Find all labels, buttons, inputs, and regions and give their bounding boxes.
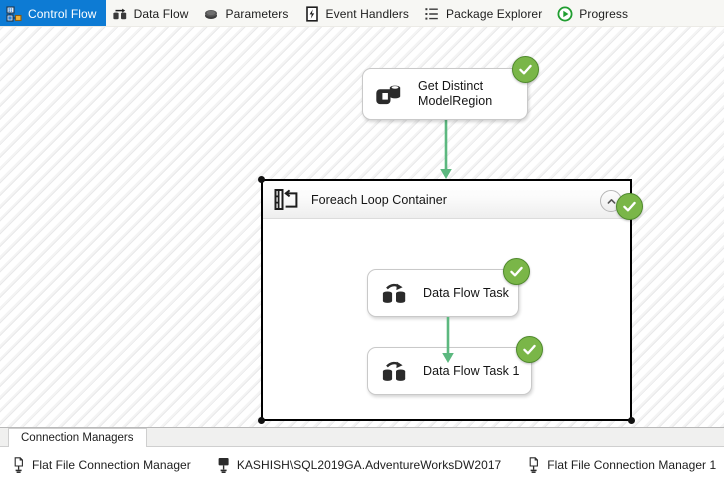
connection-manager-flat-file[interactable]: Flat File Connection Manager xyxy=(12,456,191,473)
task-label: Data Flow Task xyxy=(423,285,509,300)
connection-manager-label: KASHISH\SQL2019GA.AdventureWorksDW2017 xyxy=(236,457,502,472)
precedence-constraint-2[interactable] xyxy=(438,317,458,367)
task-data-flow-task[interactable]: Data Flow Task xyxy=(367,258,530,317)
tab-label: Parameters xyxy=(225,6,289,21)
task-label: Data Flow Task 1 xyxy=(423,363,520,378)
task-get-distinct-modelregion[interactable]: Get Distinct ModelRegion xyxy=(362,56,539,120)
control-flow-canvas[interactable]: Foreach Loop Container xyxy=(0,27,724,427)
foreach-loop-title: Foreach Loop Container xyxy=(311,192,447,207)
data-flow-task-icon xyxy=(380,279,410,307)
data-flow-task-icon xyxy=(380,357,410,385)
data-flow-icon xyxy=(112,6,128,22)
status-badge-success xyxy=(516,336,543,363)
tab-parameters[interactable]: Parameters xyxy=(197,0,297,27)
connection-managers-tab-row: Connection Managers xyxy=(0,428,724,447)
foreach-loop-header[interactable]: Foreach Loop Container xyxy=(263,181,630,219)
connection-manager-ole-db[interactable]: KASHISH\SQL2019GA.AdventureWorksDW2017 xyxy=(217,457,501,473)
tab-label: Data Flow xyxy=(133,6,189,21)
parameters-icon xyxy=(203,6,219,22)
tab-data-flow[interactable]: Data Flow xyxy=(106,0,198,27)
ole-db-connection-icon xyxy=(217,457,230,473)
resize-handle-top-left[interactable] xyxy=(258,176,265,183)
resize-handle-bottom-right[interactable] xyxy=(628,417,635,424)
resize-handle-bottom-left[interactable] xyxy=(258,417,265,424)
status-badge-success xyxy=(512,56,539,83)
connection-manager-flat-file-1[interactable]: Flat File Connection Manager 1 xyxy=(527,456,717,473)
task-label: Get Distinct ModelRegion xyxy=(418,79,493,108)
connection-managers-list: Flat File Connection Manager KASHISH\SQL… xyxy=(0,448,724,481)
flat-file-connection-icon xyxy=(527,456,540,473)
foreach-loop-container[interactable]: Foreach Loop Container xyxy=(258,176,635,424)
event-handlers-icon xyxy=(304,5,320,22)
tab-control-flow[interactable]: Control Flow xyxy=(0,0,106,27)
connection-managers-pane: Connection Managers Flat File Connection… xyxy=(0,427,724,481)
tab-label: Package Explorer xyxy=(445,6,543,21)
tab-connection-managers[interactable]: Connection Managers xyxy=(8,428,147,447)
tab-connection-managers-label: Connection Managers xyxy=(21,432,134,444)
tab-label: Event Handlers xyxy=(325,6,409,21)
execute-sql-task-icon xyxy=(375,80,405,108)
package-explorer-icon xyxy=(424,6,440,22)
connection-manager-label: Flat File Connection Manager xyxy=(32,457,191,472)
status-badge-success xyxy=(503,258,530,285)
tab-label: Control Flow xyxy=(28,6,97,21)
progress-icon xyxy=(557,6,573,22)
control-flow-icon xyxy=(6,5,22,22)
connection-manager-label: Flat File Connection Manager 1 xyxy=(547,457,717,472)
flat-file-connection-icon xyxy=(12,456,25,473)
tab-package-explorer[interactable]: Package Explorer xyxy=(418,0,551,27)
status-badge-success-container xyxy=(616,193,643,220)
tab-label: Progress xyxy=(579,6,629,21)
tab-event-handlers[interactable]: Event Handlers xyxy=(298,0,418,27)
precedence-constraint-1[interactable] xyxy=(436,118,456,183)
foreach-loop-icon xyxy=(274,188,300,212)
view-tab-strip: Control Flow Data Flow Paramete xyxy=(0,0,724,28)
tab-progress[interactable]: Progress xyxy=(551,0,637,27)
